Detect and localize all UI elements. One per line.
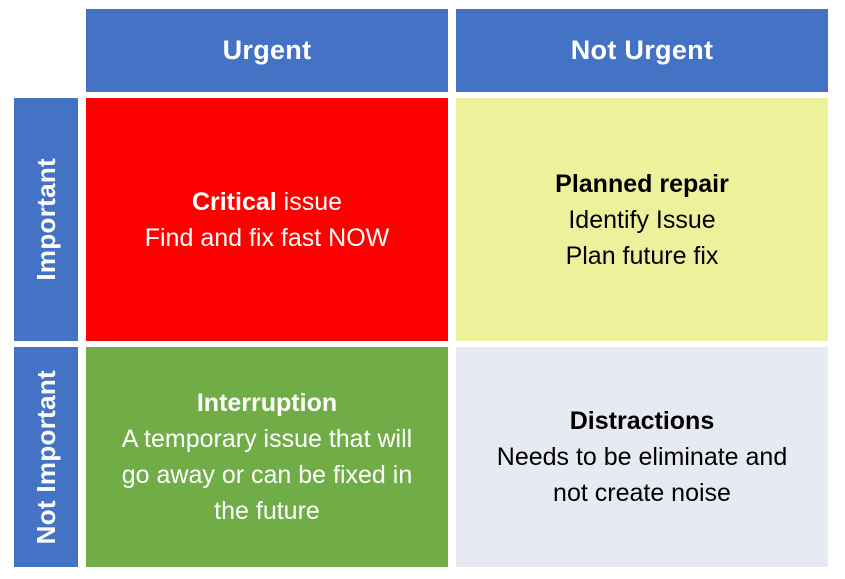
corner-spacer [14,9,78,92]
quadrant-distractions: Distractions Needs to be eliminate and n… [456,347,828,567]
quadrant-planned-repair-line: Identify Issue [568,205,716,234]
row-header-not-important: Not Important [14,347,78,567]
quadrant-interruption-line: go away or can be fixed in [121,461,413,489]
quadrant-distractions-line: Needs to be eliminate and [496,443,788,471]
quadrant-planned-repair-title: Planned repair [555,169,729,198]
column-header-not-urgent: Not Urgent [456,9,828,92]
quadrant-interruption: Interruption A temporary issue that will… [86,347,448,567]
quadrant-critical-issue-line: Find and fix fast NOW [144,223,390,252]
quadrant-interruption-title: Interruption [196,389,338,417]
quadrant-interruption-line: the future [214,497,320,525]
row-header-important: Important [14,98,78,341]
quadrant-distractions-title: Distractions [569,407,715,435]
quadrant-interruption-line: A temporary issue that will [121,425,413,453]
priority-matrix: Urgent Not Urgent Important Critical iss… [14,9,828,567]
column-header-urgent: Urgent [86,9,448,92]
row-header-not-important-label: Not Important [30,369,61,545]
quadrant-critical-issue: Critical issue Find and fix fast NOW [86,98,448,341]
row-header-important-label: Important [30,158,61,281]
quadrant-distractions-line: not create noise [553,479,731,507]
quadrant-planned-repair-line: Plan future fix [565,241,719,270]
quadrant-critical-issue-title: Critical issue [191,187,343,216]
quadrant-planned-repair: Planned repair Identify Issue Plan futur… [456,98,828,341]
